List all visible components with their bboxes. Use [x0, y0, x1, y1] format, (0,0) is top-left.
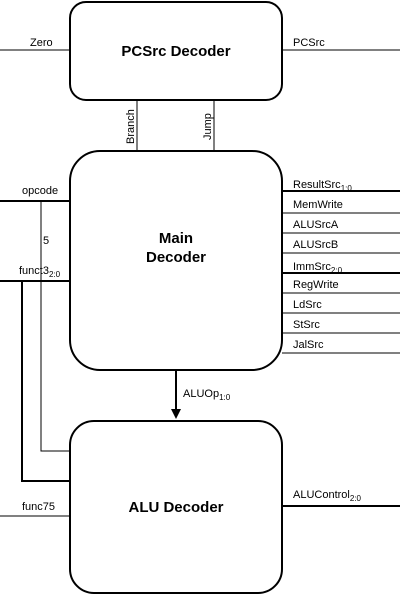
alu-decoder-title: ALU Decoder — [128, 499, 223, 516]
reg-write-label: RegWrite — [293, 279, 339, 291]
ld-src-label: LdSrc — [293, 299, 322, 311]
funct3-to-alu-wire — [21, 281, 70, 482]
alu-src-a-label: ALUSrcA — [293, 219, 339, 231]
alu-src-b-label: ALUSrcB — [293, 239, 338, 251]
opcode-label: opcode — [22, 185, 58, 197]
jal-src-label: JalSrc — [293, 339, 324, 351]
mem-write-label: MemWrite — [293, 199, 343, 211]
opcode-to-alu-wire — [40, 201, 70, 452]
pcsrc-label: PCSrc — [293, 37, 325, 49]
imm-src-label: ImmSrc2:0 — [293, 261, 343, 275]
func75-label: func75 — [22, 501, 55, 513]
opcode-width-label: 5 — [43, 235, 49, 247]
alu-control-label: ALUControl2:0 — [293, 489, 362, 503]
zero-label: Zero — [30, 37, 53, 49]
funct3-label: funct32:0 — [19, 265, 61, 279]
st-src-label: StSrc — [293, 319, 320, 331]
result-src-label: ResultSrc1:0 — [293, 179, 352, 193]
main-decoder-title-line1: Main — [159, 230, 193, 247]
branch-label: Branch — [125, 109, 137, 144]
jump-label: Jump — [202, 113, 214, 140]
main-decoder-title-line2: Decoder — [146, 249, 206, 266]
aluop-label: ALUOp1:0 — [183, 388, 231, 402]
pcsrc-decoder-title: PCSrc Decoder — [121, 43, 230, 60]
pcsrc-decoder-block — [69, 1, 283, 101]
